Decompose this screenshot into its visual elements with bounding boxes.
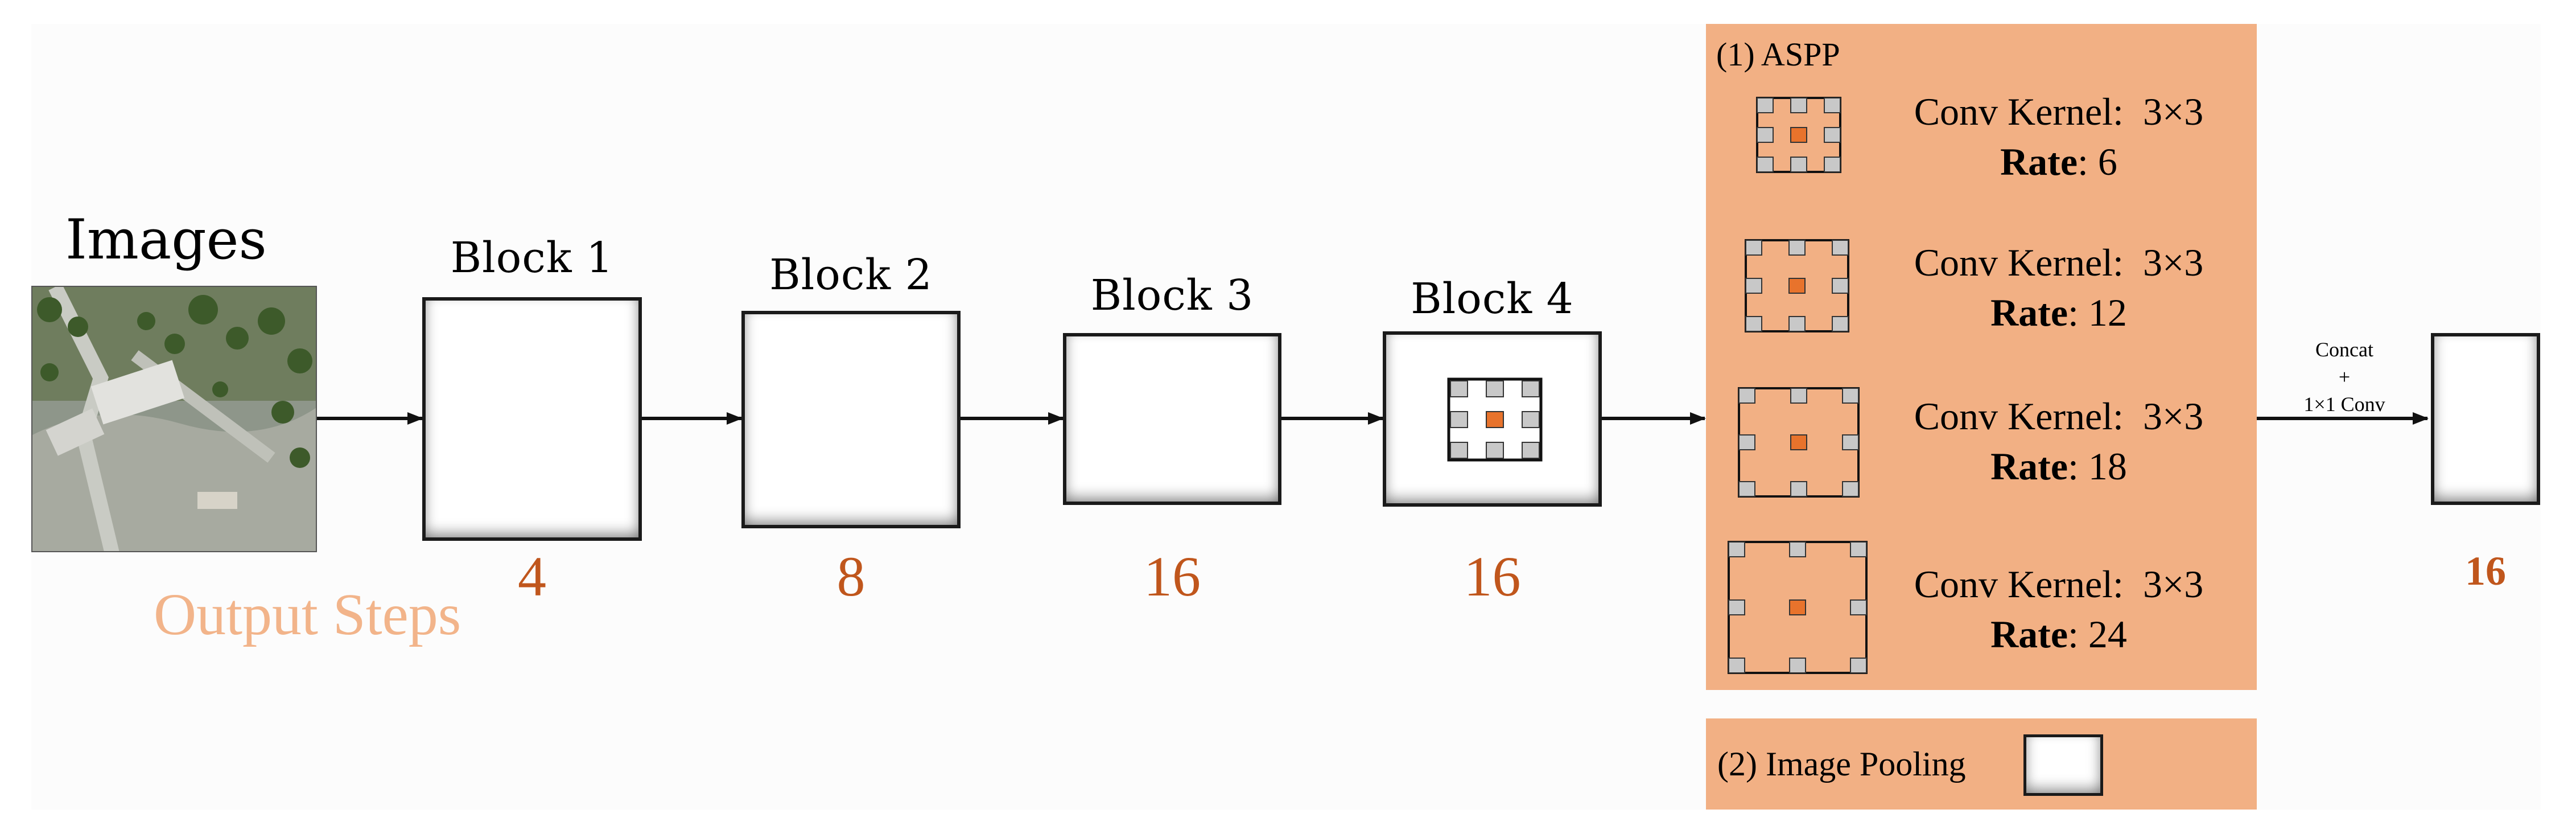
aspp-branch-2-text: Conv Kernel: 3×3 Rate: 12	[1877, 237, 2241, 338]
block-3-output-step: 16	[1144, 545, 1201, 608]
aspp-branch-3-rate-label: Rate	[1990, 445, 2068, 488]
aspp-branch-1-rate: : 6	[2078, 140, 2117, 183]
block-2	[741, 311, 961, 528]
block-3	[1063, 333, 1281, 505]
fusion-concat-text: Concat	[2315, 338, 2373, 361]
image-pooling-title: (2) Image Pooling	[1717, 745, 1966, 783]
aspp-branch-4-text: Conv Kernel: 3×3 Rate: 24	[1877, 559, 2241, 659]
block-1-label: Block 1	[450, 233, 614, 282]
aspp-panel: (1) ASPP Conv Kernel: 3×3 Rate: 6 Conv K…	[1706, 24, 2257, 690]
aspp-branch-4-rate-label: Rate	[1990, 613, 2068, 656]
aspp-branch-2-rate: : 12	[2068, 291, 2127, 334]
image-pooling-block	[2023, 734, 2103, 796]
block-4	[1383, 331, 1602, 507]
aspp-branch-2-rate-label: Rate	[1990, 291, 2068, 334]
fusion-label: Concat + 1×1 Conv	[2276, 336, 2413, 418]
fusion-plus-text: +	[2338, 365, 2351, 388]
block-1	[422, 297, 642, 541]
output-steps-legend: Output Steps	[154, 582, 461, 647]
aspp-branch-3-kernel-icon	[1738, 387, 1860, 498]
aspp-branch-3-rate: : 18	[2068, 445, 2127, 488]
aspp-branch-2-kernel-label: Conv Kernel:	[1914, 241, 2124, 284]
aspp-branch-1-rate-label: Rate	[2000, 140, 2078, 183]
aspp-branch-2-kernel-size: 3×3	[2142, 241, 2204, 284]
aspp-branch-4-kernel-icon	[1728, 541, 1868, 674]
aspp-branch-4-kernel-size: 3×3	[2142, 562, 2204, 606]
block-3-label: Block 3	[1090, 271, 1254, 320]
output-step: 16	[2465, 548, 2506, 594]
block-1-output-step: 4	[518, 545, 546, 608]
aspp-branch-1-kernel-icon	[1756, 97, 1841, 173]
block-4-output-step: 16	[1464, 545, 1521, 608]
image-pooling-panel: (2) Image Pooling	[1706, 718, 2257, 810]
aspp-branch-4-rate: : 24	[2068, 613, 2127, 656]
aspp-branch-3-text: Conv Kernel: 3×3 Rate: 18	[1877, 391, 2241, 491]
aspp-branch-4-kernel-label: Conv Kernel:	[1914, 562, 2124, 606]
block-2-label: Block 2	[769, 250, 933, 299]
block-4-label: Block 4	[1411, 274, 1574, 323]
aspp-branch-1-kernel-size: 3×3	[2142, 90, 2204, 133]
aspp-branch-1-text: Conv Kernel: 3×3 Rate: 6	[1877, 87, 2241, 187]
fusion-conv-text: 1×1 Conv	[2303, 393, 2385, 416]
output-block	[2431, 333, 2540, 505]
aspp-branch-1-kernel-label: Conv Kernel:	[1914, 90, 2124, 133]
aspp-branch-3-kernel-size: 3×3	[2142, 395, 2204, 438]
aspp-branch-2-kernel-icon	[1745, 239, 1849, 332]
images-title: Images	[65, 208, 267, 272]
block-4-atrous-kernel-icon	[1447, 377, 1543, 462]
block-2-output-step: 8	[836, 545, 865, 608]
aspp-branch-3-kernel-label: Conv Kernel:	[1914, 395, 2124, 438]
aspp-title: (1) ASPP	[1716, 36, 1840, 73]
input-image	[31, 286, 317, 552]
